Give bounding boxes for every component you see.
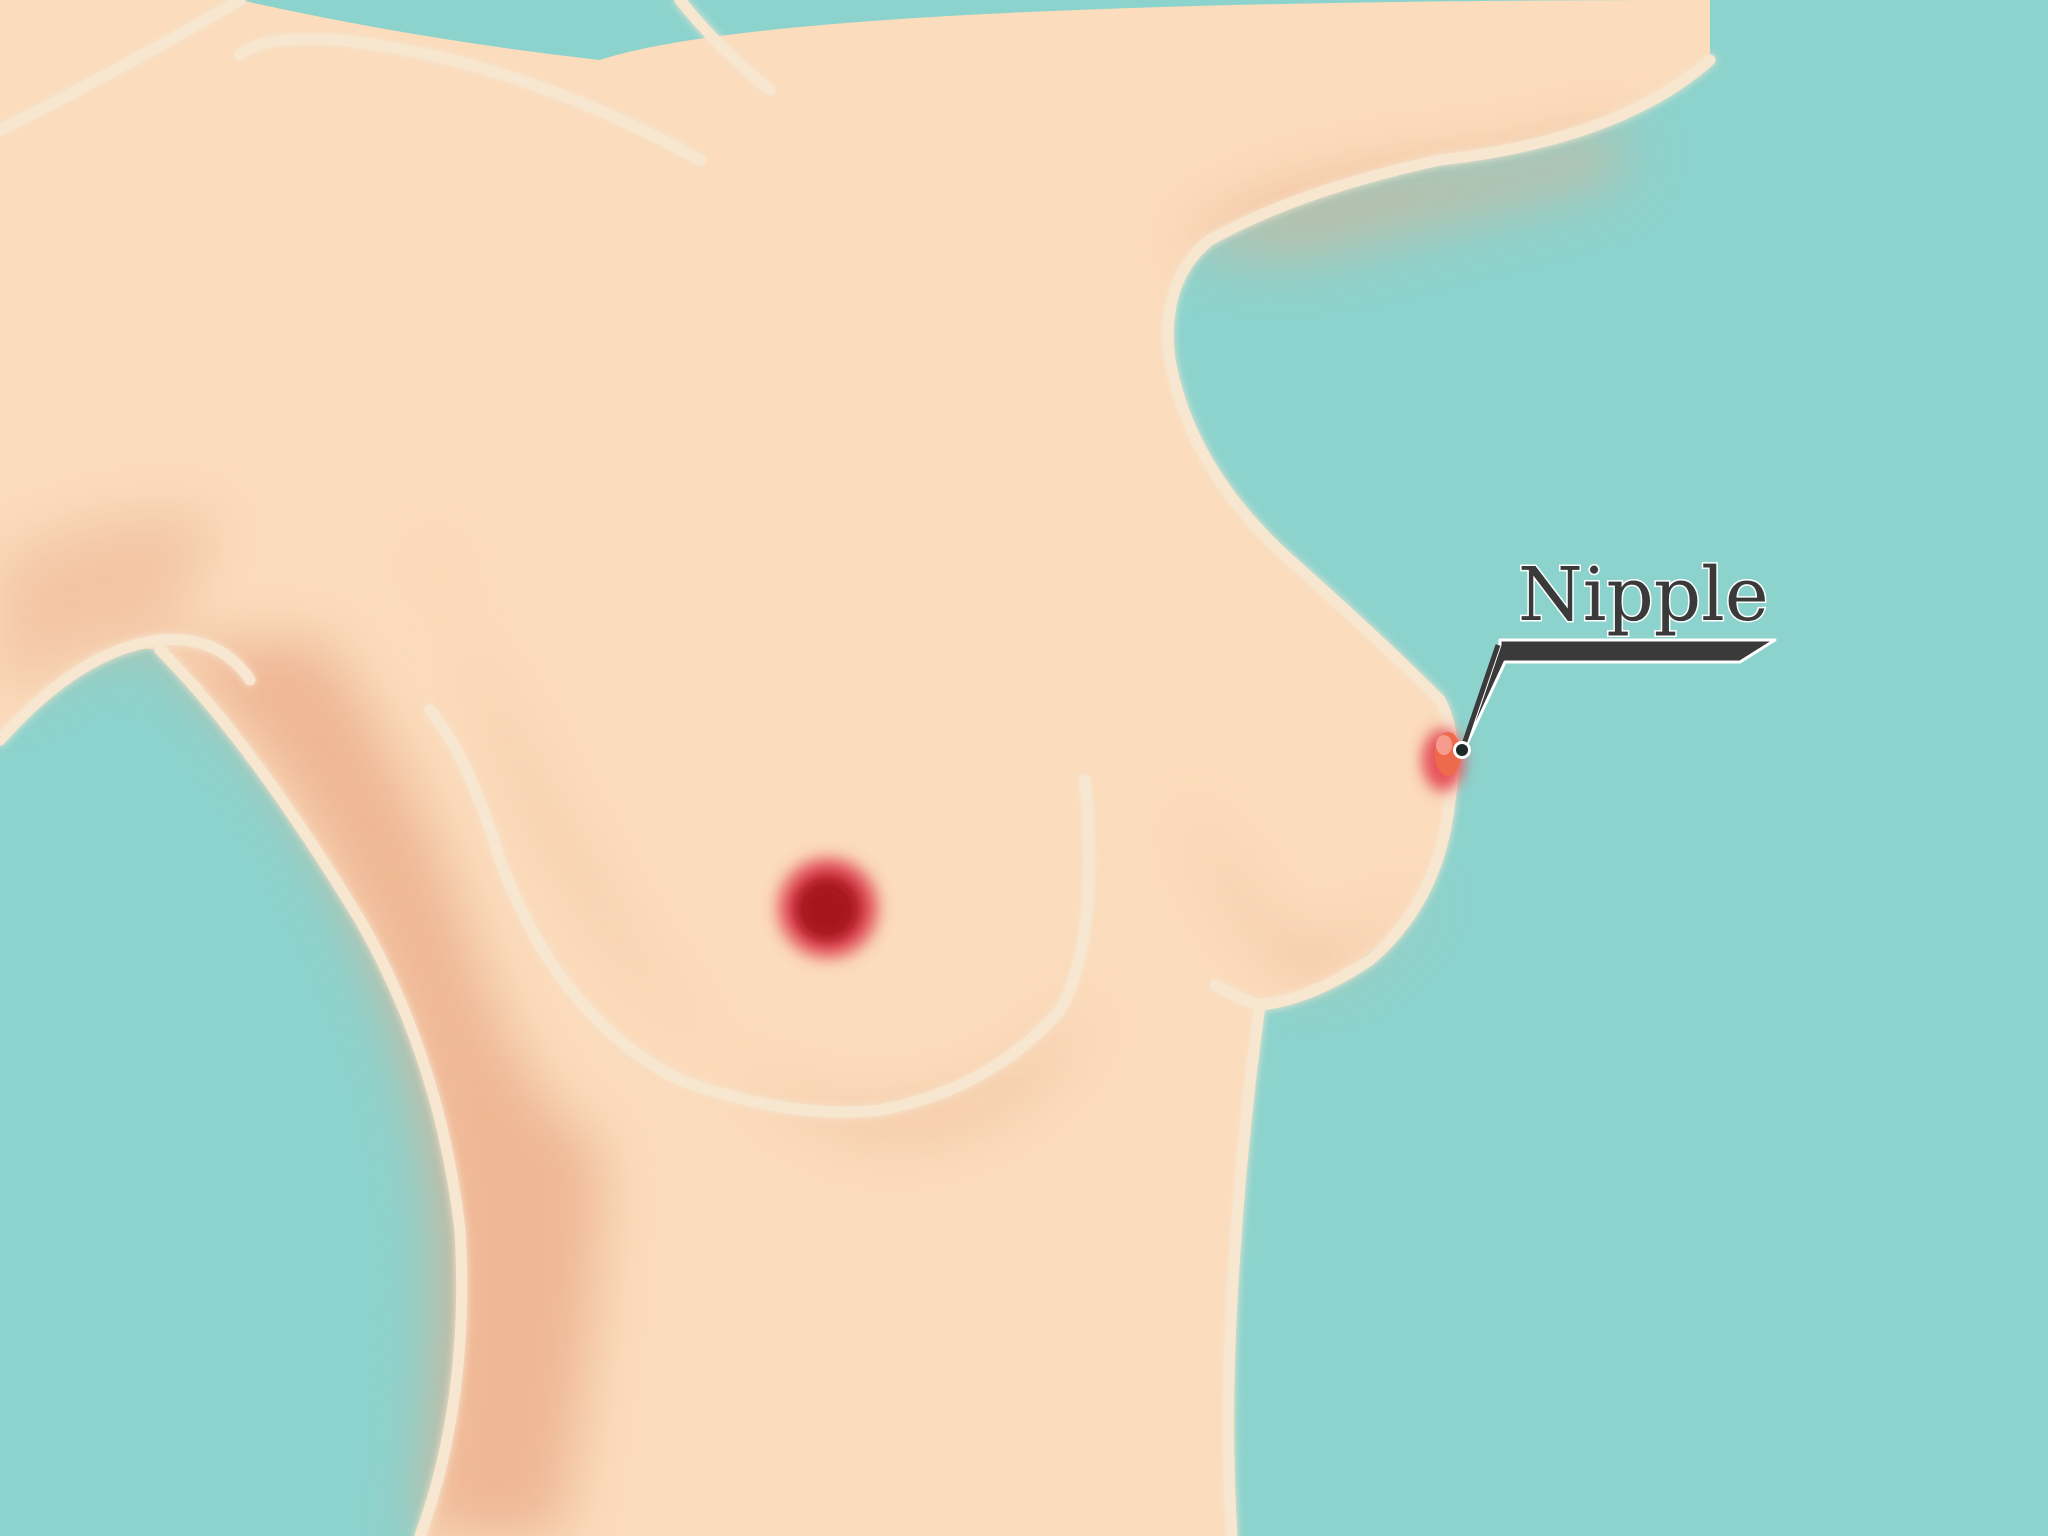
body-shading <box>0 120 1620 1536</box>
body-outlines <box>0 0 1716 1536</box>
front-areola <box>770 850 886 966</box>
nipple-label: Nipple <box>1518 552 1769 638</box>
nipple-marker <box>1417 722 1469 798</box>
nipple-leader-line <box>1453 638 1777 759</box>
